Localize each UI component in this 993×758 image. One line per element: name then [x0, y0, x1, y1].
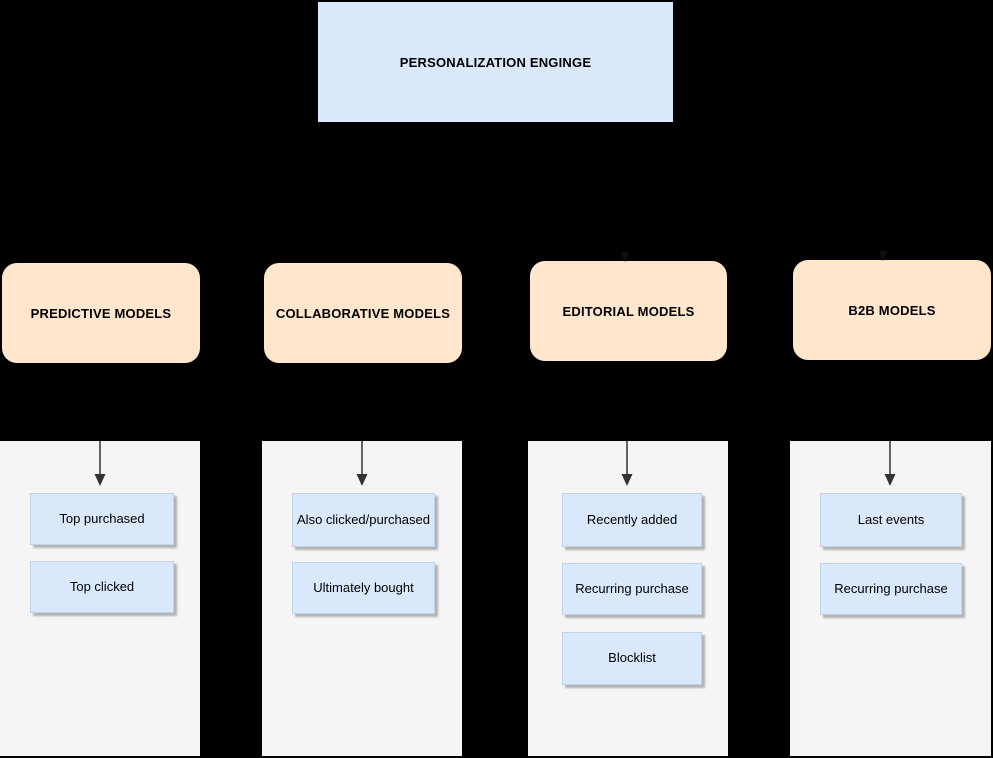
- node-blocklist: Blocklist: [562, 632, 702, 685]
- panel-editorial: Recently added Recurring purchase Blockl…: [528, 441, 728, 756]
- arrow-down-icon: [356, 441, 368, 486]
- node-last-events: Last events: [820, 493, 962, 547]
- node-collaborative-models-label: COLLABORATIVE MODELS: [275, 305, 451, 321]
- node-b2b-models-label: B2B MODELS: [848, 302, 936, 318]
- item-label: Recurring purchase: [575, 580, 689, 596]
- arrowhead-tip-editorial-icon: [621, 252, 629, 262]
- panel-b2b: Last events Recurring purchase: [790, 441, 991, 756]
- arrowhead-tip-b2b-icon: [879, 251, 887, 261]
- arrow-down-icon: [884, 441, 896, 486]
- node-top-clicked: Top clicked: [30, 561, 174, 613]
- node-personalization-engine-label: PERSONALIZATION ENGINGE: [399, 54, 592, 70]
- item-label: Top purchased: [59, 510, 145, 526]
- item-label: Top clicked: [69, 578, 135, 594]
- node-editorial-models: EDITORIAL MODELS: [530, 261, 727, 361]
- arrow-down-icon: [94, 441, 106, 486]
- item-label: Recently added: [586, 511, 678, 527]
- node-personalization-engine: PERSONALIZATION ENGINGE: [318, 2, 673, 122]
- node-recurring-purchase-b2b: Recurring purchase: [820, 563, 962, 615]
- node-top-purchased: Top purchased: [30, 493, 174, 545]
- item-label: Last events: [857, 511, 925, 527]
- node-predictive-models: PREDICTIVE MODELS: [2, 263, 200, 363]
- item-label: Blocklist: [608, 650, 656, 666]
- node-recurring-purchase-editorial: Recurring purchase: [562, 563, 702, 615]
- node-recently-added: Recently added: [562, 493, 702, 547]
- node-ultimately-bought: Ultimately bought: [292, 562, 435, 614]
- panel-predictive: Top purchased Top clicked: [0, 441, 200, 756]
- node-editorial-models-label: EDITORIAL MODELS: [562, 303, 695, 319]
- node-collaborative-models: COLLABORATIVE MODELS: [264, 263, 462, 363]
- node-predictive-models-label: PREDICTIVE MODELS: [30, 305, 172, 321]
- item-label: Also clicked/purchased: [297, 511, 430, 527]
- node-b2b-models: B2B MODELS: [793, 260, 991, 360]
- item-label: Ultimately bought: [313, 579, 414, 595]
- arrow-down-icon: [621, 441, 633, 486]
- item-label: Recurring purchase: [834, 580, 948, 596]
- panel-collaborative: Also clicked/purchased Ultimately bought: [262, 441, 462, 756]
- node-also-clicked-purchased: Also clicked/purchased: [292, 493, 435, 547]
